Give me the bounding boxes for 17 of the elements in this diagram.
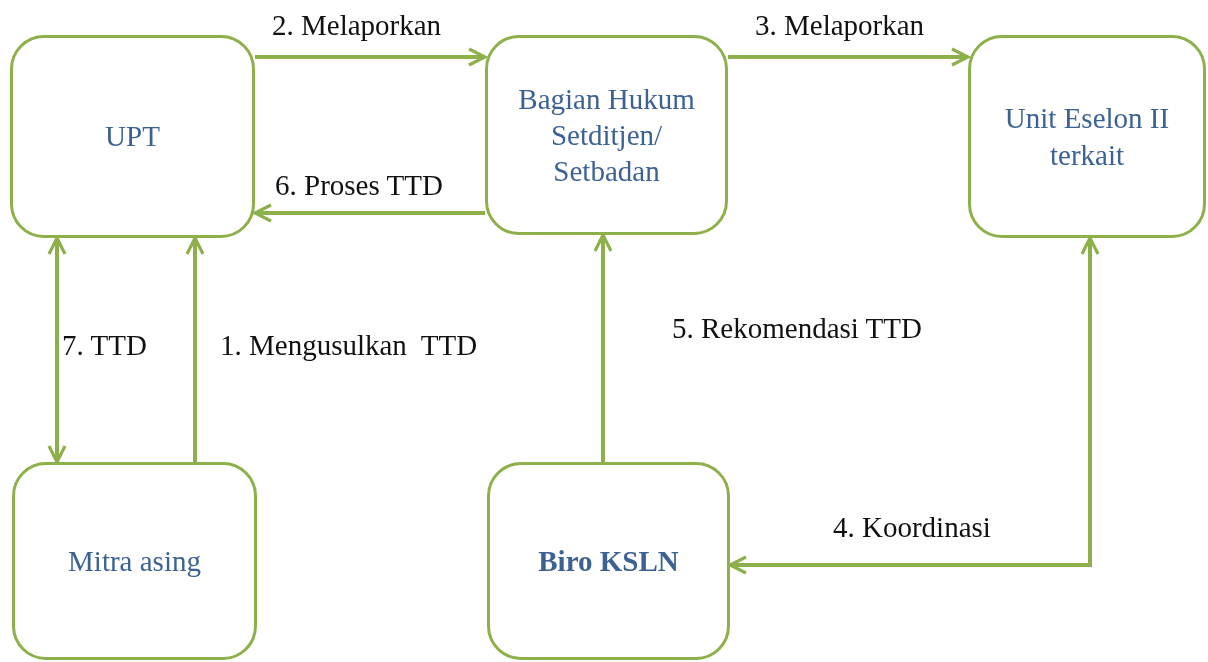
arrow (255, 47, 487, 67)
arrow (47, 236, 67, 464)
node-label: Biro KSLN (538, 543, 679, 579)
rounded-box (968, 35, 1206, 238)
arrow (728, 47, 970, 67)
rounded-box (10, 35, 255, 238)
node-label: UPT (105, 119, 160, 155)
arrow (185, 236, 205, 462)
arrow (253, 203, 485, 223)
node-label: Bagian Hukum Setditjen/ Setbadan (517, 81, 696, 190)
rounded-box (487, 462, 730, 660)
arrow (593, 233, 613, 462)
arrow (728, 236, 1100, 575)
rounded-box (12, 462, 257, 660)
rounded-box (485, 35, 728, 235)
node-label: Unit Eselon II terkait (1003, 101, 1171, 173)
node-label: Mitra asing (68, 543, 201, 579)
